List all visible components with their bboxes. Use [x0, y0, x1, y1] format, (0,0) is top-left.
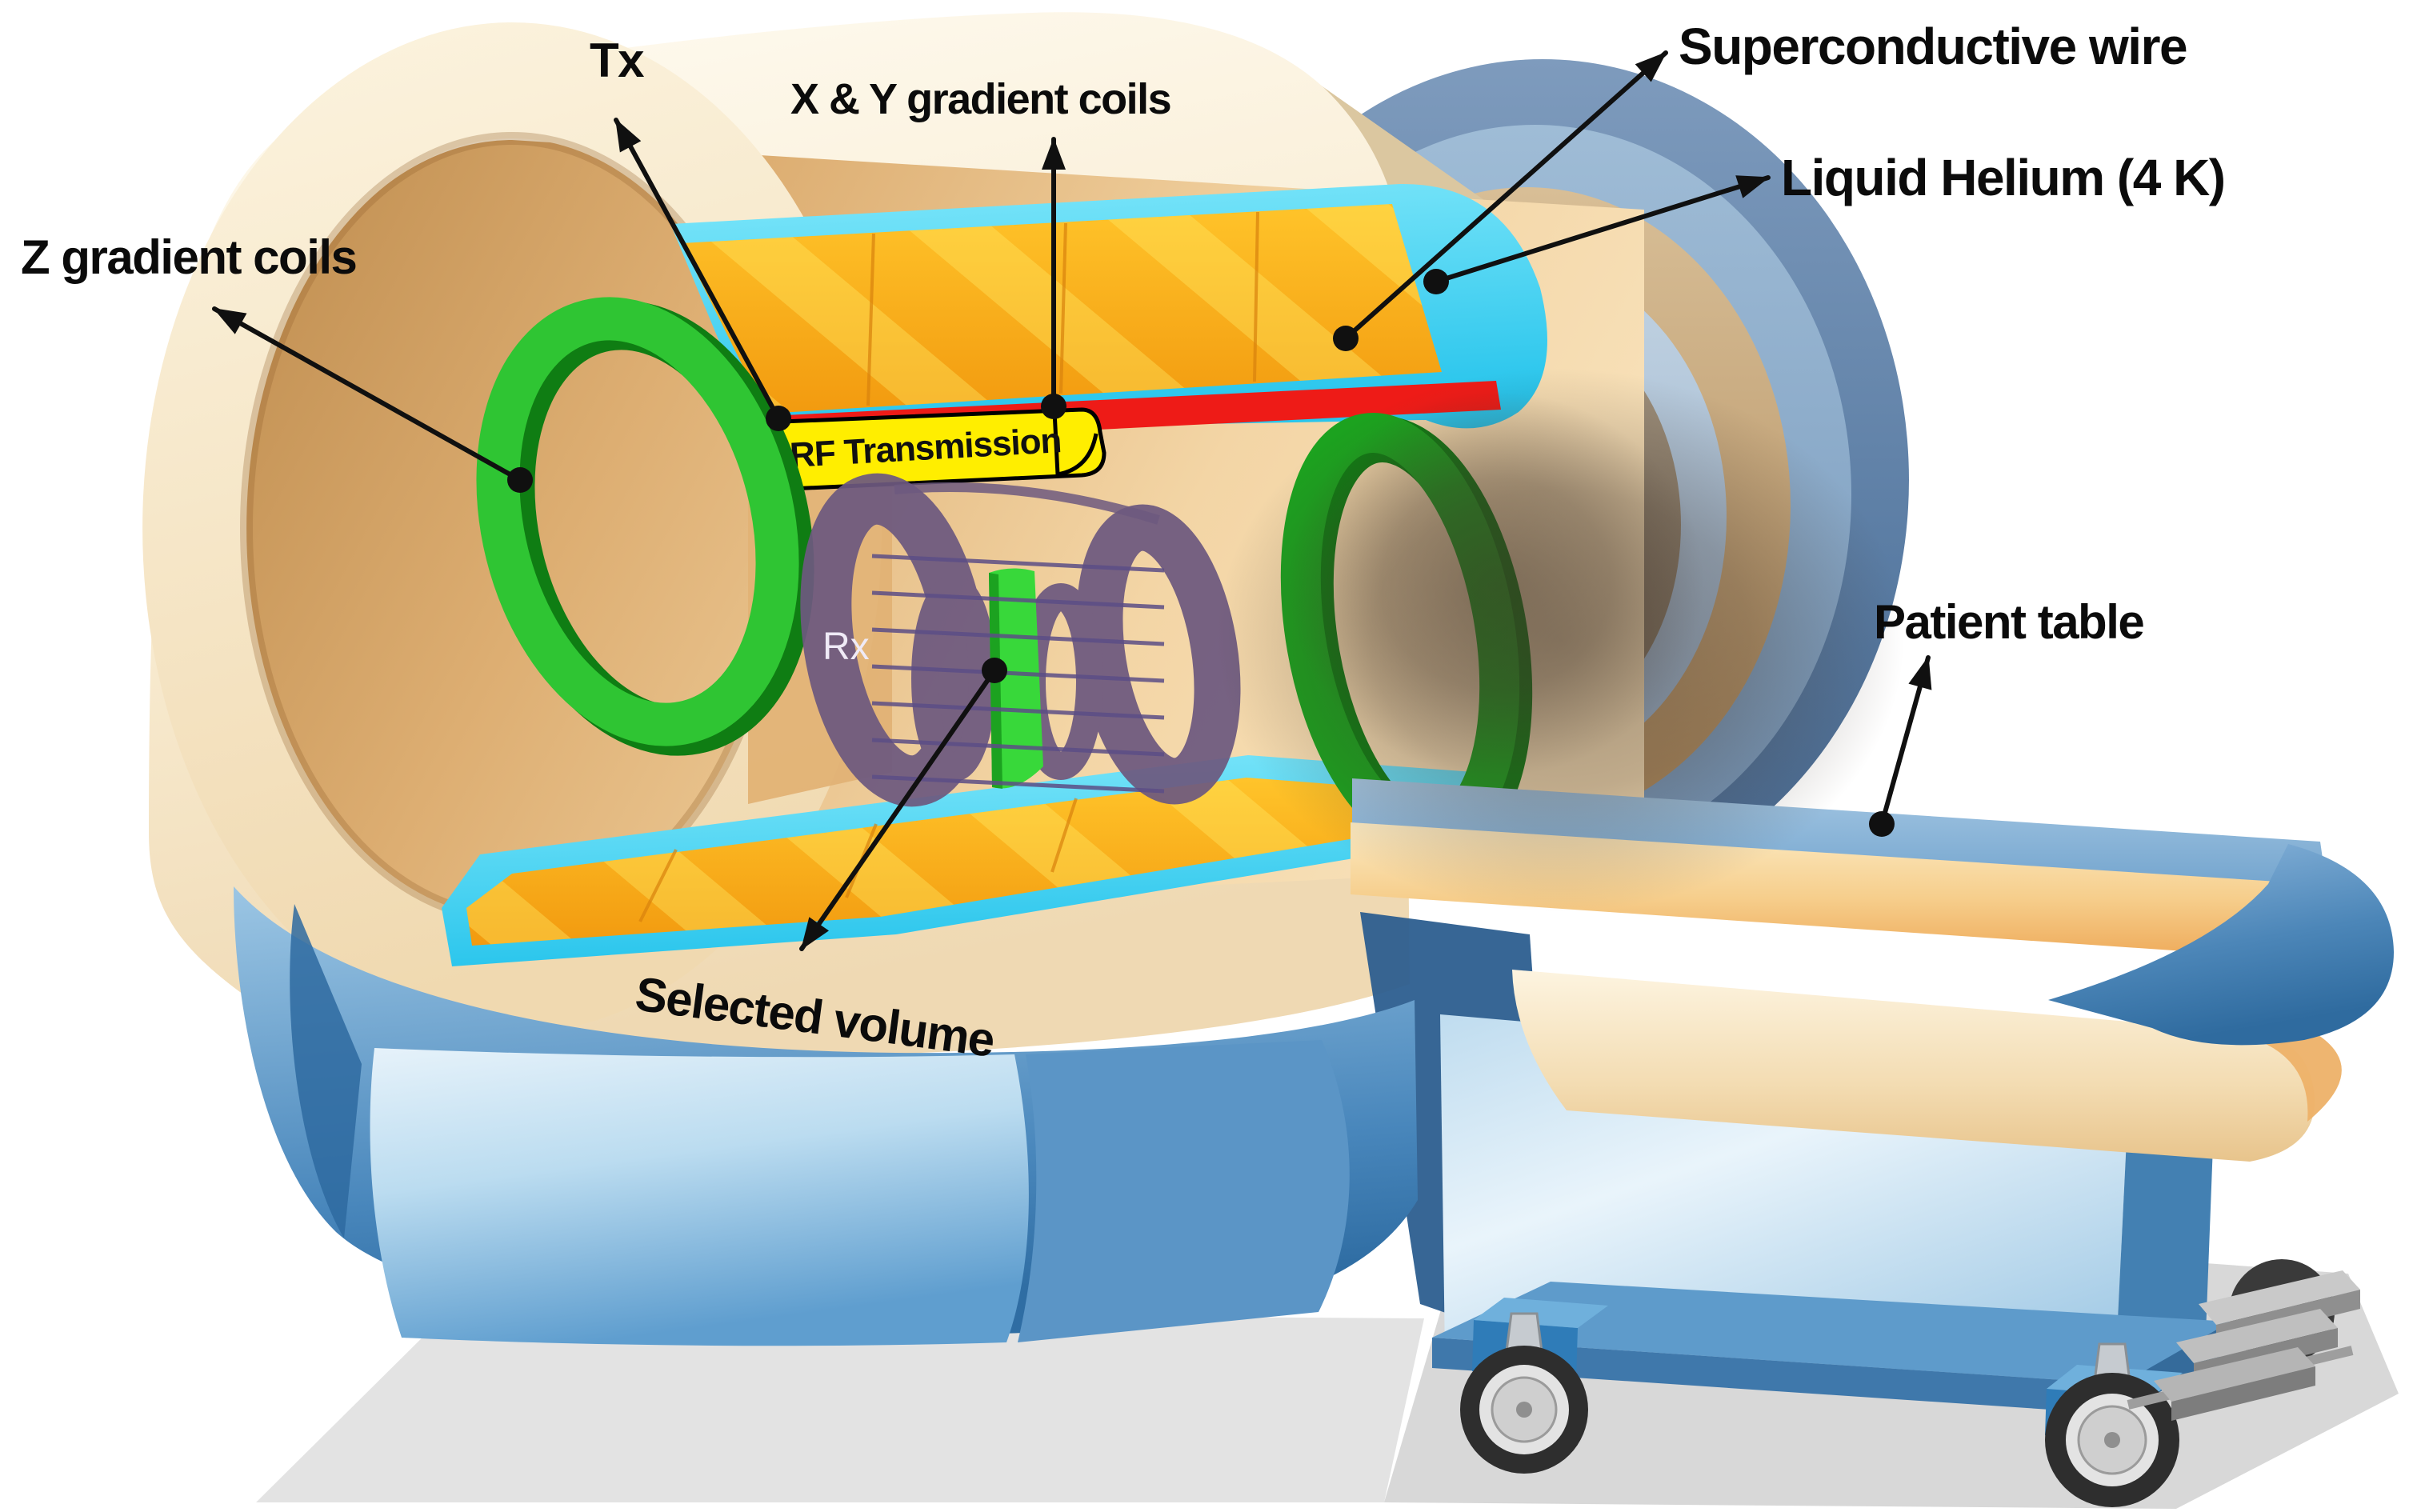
rx-ladder-lines [871, 554, 1165, 794]
magnet-pedestal-panel [370, 1048, 1029, 1346]
leader-superconductive [1343, 50, 1668, 341]
leader-arrowheads [213, 51, 1932, 950]
rx-label: Rx [822, 626, 870, 668]
banner-fold-crease [1052, 410, 1098, 477]
z-gradient-ring-left [476, 297, 814, 756]
lower-coil-band [442, 755, 1512, 966]
liquid-helium-label: Liquid Helium (4 K) [1781, 149, 2225, 206]
magnet-base [234, 886, 1418, 1346]
leader-tx [614, 118, 781, 421]
leader-dots [507, 269, 1895, 837]
xy-gradient-label: X & Y gradient coils [790, 75, 1170, 123]
rx-ring-inner-left [911, 575, 996, 782]
trolley-caster-wheel-right [2045, 1342, 2179, 1507]
rf-transmission-banner: RF Transmission [759, 407, 1106, 491]
leader-selected-volume [799, 668, 997, 951]
superconductive-wire-label: Superconductive wire [1679, 18, 2187, 75]
patient-table-label: Patient table [1874, 595, 2143, 649]
table-end-cap [2048, 844, 2394, 1046]
table-skirt [1512, 970, 2315, 1162]
tx-label: Tx [590, 34, 644, 87]
leader-lines [212, 50, 1931, 951]
table-step-pedals [2127, 1270, 2360, 1421]
rx-ring-outer-right [1076, 504, 1241, 805]
leader-z-gradient [212, 306, 522, 482]
leader-liquid-helium [1434, 175, 1771, 284]
table-skirt-curl [2208, 1021, 2342, 1122]
upper-coil-band [670, 183, 1547, 432]
bore-tunnel-shadow [1216, 368, 1904, 912]
trolley-caster-wheel-left [1460, 1312, 1588, 1474]
z-gradient-label: Z gradient coils [21, 230, 356, 284]
